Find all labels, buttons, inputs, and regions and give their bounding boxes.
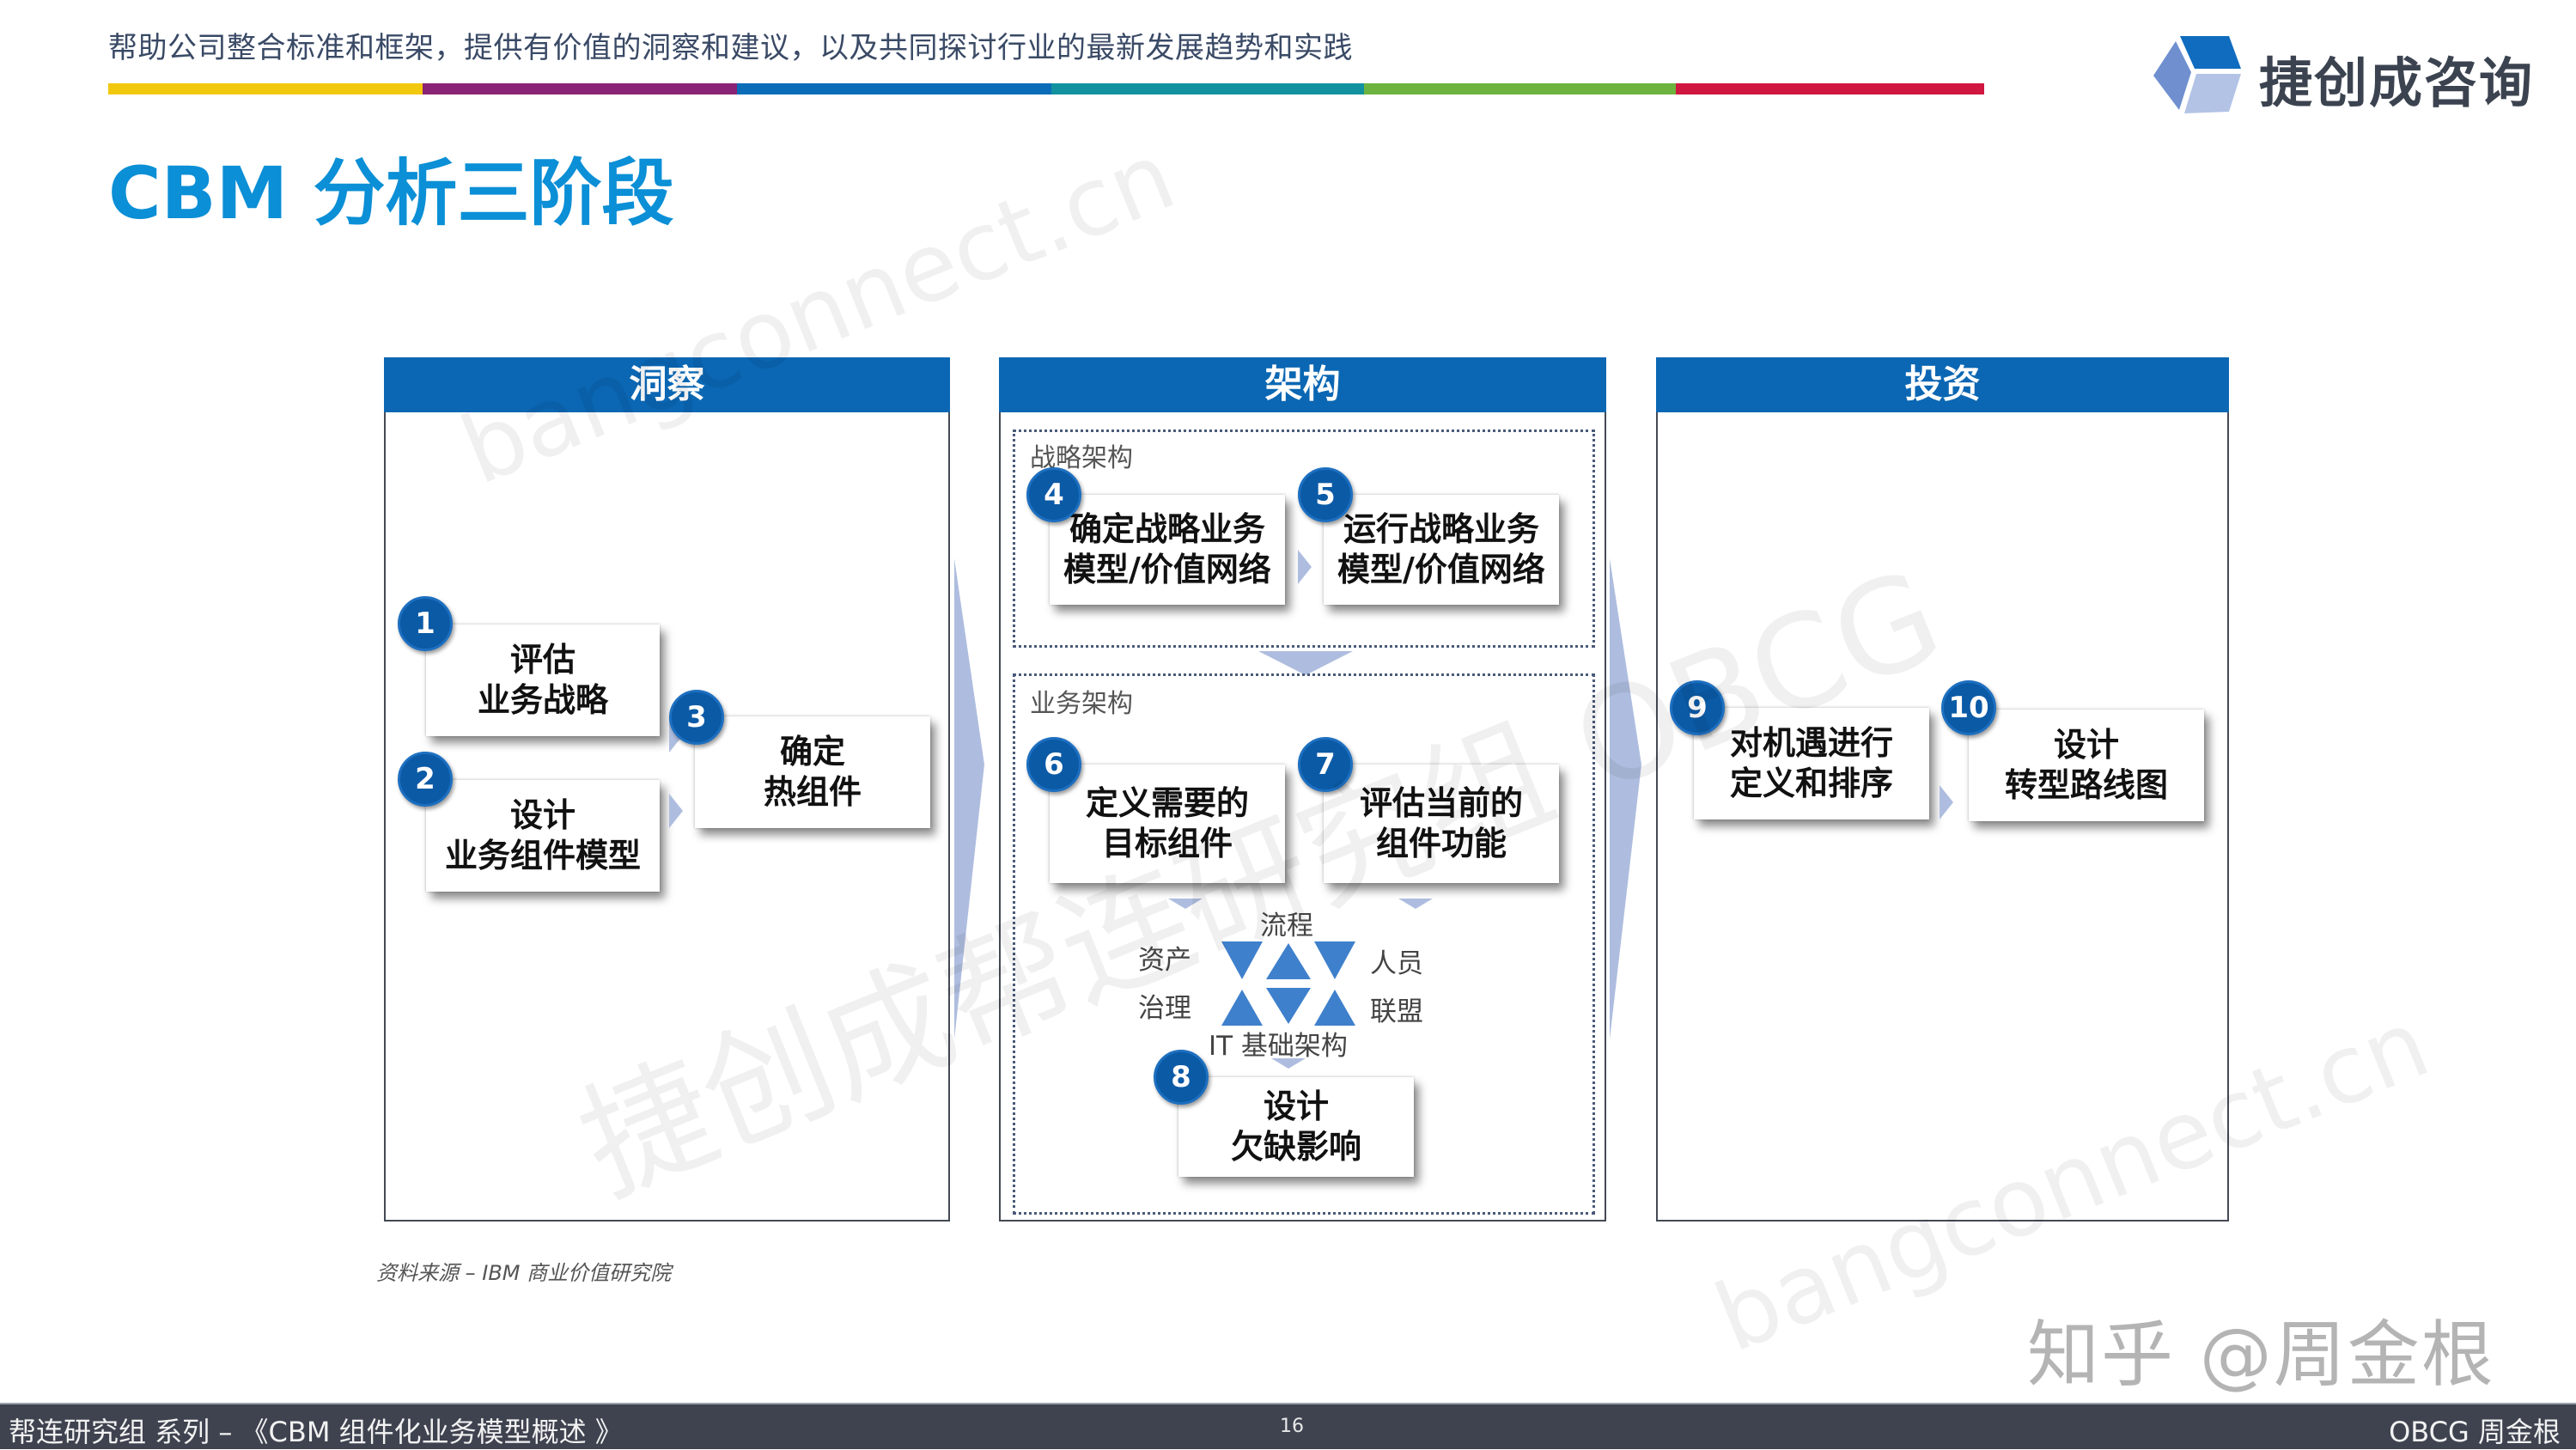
hexagram-dimensions-icon [1221,941,1355,1026]
step-card-5: 运行战略业务 模型/价值网络 [1324,495,1559,605]
arrow-down-icon [1398,899,1433,909]
step-card-1: 评估 业务战略 [426,624,660,736]
step-badge-9: 9 [1670,680,1725,735]
step-badge-3: 3 [669,690,724,745]
business-architecture-group [1013,673,1595,1215]
step-card-3: 确定 热组件 [695,716,930,828]
page-title: CBM 分析三阶段 [108,151,674,235]
footer-bar: 帮连研究组 系列 – 《CBM 组件化业务模型概述 》 16 OBCG 周金根 [0,1403,2576,1449]
color-bar-yellow [108,83,423,94]
color-bar-blue [737,83,1051,94]
phase-insight-panel: 洞察 评估 业务战略 1 设计 业务组件模型 2 确定 热组件 3 [384,357,950,1222]
cube-logo-icon [2153,36,2241,113]
step-badge-8: 8 [1154,1050,1209,1105]
step-card-7: 评估当前的 组件功能 [1324,765,1559,883]
phase-arrow-right-icon [954,558,984,1039]
footer-series-title: 帮连研究组 系列 – 《CBM 组件化业务模型概述 》 [9,1416,623,1448]
arrow-down-icon [1258,651,1353,675]
step-badge-6: 6 [1026,737,1081,792]
company-logo: 捷创成咨询 [2152,31,2564,117]
arrow-right-icon [1298,550,1312,584]
step-badge-7: 7 [1298,737,1353,792]
dimension-assets: 资产 [1138,945,1191,976]
logo-text: 捷创成咨询 [2259,52,2535,114]
step-card-9: 对机遇进行 定义和排序 [1694,708,1929,819]
zhihu-watermark: 知乎 @周金根 [2027,1313,2495,1397]
dimension-it-infrastructure: IT 基础架构 [1209,1031,1348,1062]
color-bar-green [1364,83,1676,94]
phase-investment-header: 投资 [1656,357,2229,412]
color-bar-purple [423,83,737,94]
dimension-process: 流程 [1260,911,1313,941]
phase-arrow-right-icon [1610,558,1641,1039]
color-bar-red [1676,83,1984,94]
phase-architecture-panel: 架构 战略架构 确定战略业务 模型/价值网络 4 运行战略业务 模型/价值网络 … [999,357,1606,1222]
footer-author: OBCG 周金根 [2389,1416,2561,1448]
dimension-alliances: 联盟 [1370,996,1423,1027]
arrow-down-icon [1168,899,1203,909]
step-card-6: 定义需要的 目标组件 [1050,765,1285,883]
step-card-4: 确定战略业务 模型/价值网络 [1050,495,1285,605]
step-badge-4: 4 [1026,467,1081,522]
page-number: 16 [1280,1416,1304,1437]
tagline: 帮助公司整合标准和框架，提供有价值的洞察和建议，以及共同探讨行业的最新发展趋势和… [108,31,1353,65]
arrow-right-icon [1940,785,1953,819]
step-badge-2: 2 [398,752,453,807]
dimension-governance: 治理 [1138,993,1191,1024]
business-architecture-label: 业务架构 [1030,689,1133,719]
arrow-right-icon [669,794,683,828]
strategy-architecture-group [1013,430,1595,648]
step-badge-10: 10 [1941,680,1996,735]
arrow-down-icon [1271,1058,1306,1069]
source-note: 资料来源 – IBM 商业价值研究院 [376,1261,672,1285]
dimension-people: 人员 [1370,948,1423,979]
phase-insight-header: 洞察 [384,357,950,412]
color-bar [108,83,1984,94]
color-bar-teal [1051,83,1364,94]
phase-architecture-header: 架构 [999,357,1606,412]
step-badge-5: 5 [1298,467,1353,522]
phase-investment-panel: 投资 对机遇进行 定义和排序 9 设计 转型路线图 10 [1656,357,2229,1222]
step-card-10: 设计 转型路线图 [1969,710,2204,821]
step-card-2: 设计 业务组件模型 [426,780,660,892]
step-badge-1: 1 [398,596,453,651]
step-card-8: 设计 欠缺影响 [1178,1077,1414,1177]
